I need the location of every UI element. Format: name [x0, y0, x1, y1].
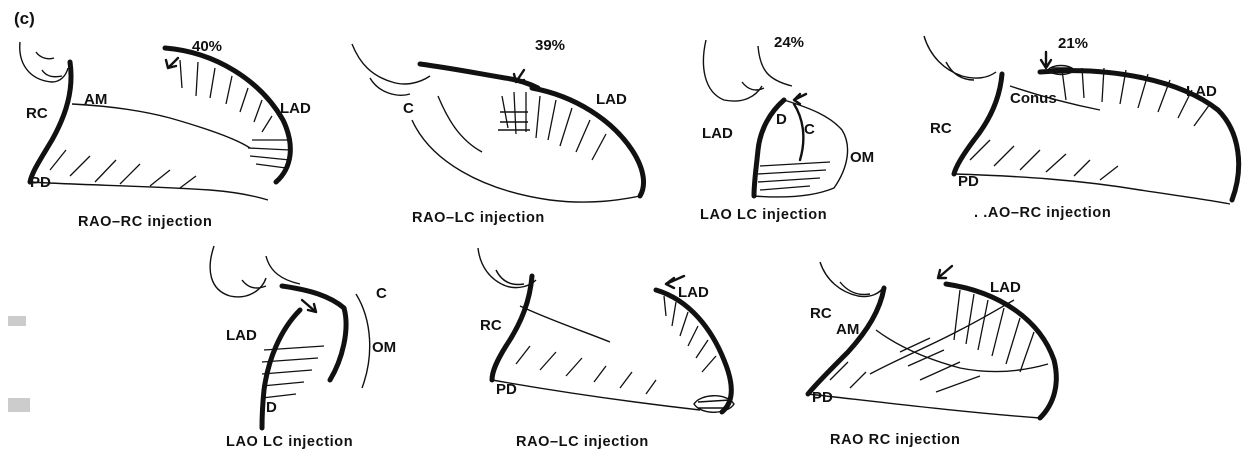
panel-7: LAD RC AM PD RAO RC injection [808, 262, 1056, 448]
panel-3-label-lad: LAD [702, 125, 733, 142]
panel-1-caption: RAO–RC injection [78, 214, 212, 230]
panel-4-percent: 21% [1058, 35, 1088, 52]
panel-6-caption: RAO–LC injection [516, 434, 649, 450]
panel-7-caption: RAO RC injection [830, 432, 960, 448]
panel-4: 21% Conus LAD RC PD . .AO–RC injection [924, 35, 1239, 221]
panel-2-caption: RAO–LC injection [412, 210, 545, 226]
lad-vessel-1 [165, 48, 290, 182]
panel-2: 39% C LAD RAO–LC injection [352, 37, 644, 226]
panel-label: (c) [14, 9, 35, 28]
panel-7-label-lad: LAD [990, 279, 1021, 296]
panel-1-percent: 40% [192, 38, 222, 55]
panel-3: 24% LAD D C OM LAO LC injection [700, 34, 874, 223]
panel-4-label-pd: PD [958, 173, 979, 190]
panel-4-label-rc: RC [930, 120, 952, 137]
panel-2-label-lad: LAD [596, 91, 627, 108]
panel-3-label-d: D [776, 111, 787, 128]
panel-7-label-rc: RC [810, 305, 832, 322]
panel-5-label-om: OM [372, 339, 396, 356]
panel-2-label-c: C [403, 100, 414, 117]
panel-6-label-lad: LAD [678, 284, 709, 301]
panel-5-label-d: D [266, 399, 277, 416]
lad-vessel-6 [656, 290, 731, 412]
panel-6-label-rc: RC [480, 317, 502, 334]
panel-5-label-c: C [376, 285, 387, 302]
panel-4-caption: . .AO–RC injection [974, 205, 1111, 221]
panel-1-label-pd: PD [30, 174, 51, 191]
panel-5-caption: LAO LC injection [226, 434, 353, 450]
panel-1-label-lad: LAD [280, 100, 311, 117]
c-vessel-5 [282, 286, 346, 380]
panel-6: LAD RC PD RAO–LC injection [478, 248, 734, 450]
panel-1: 40% RC AM LAD PD RAO–RC injection [20, 38, 311, 230]
panel-7-label-am: AM [836, 321, 859, 338]
rc-vessel [30, 62, 71, 182]
panel-7-label-pd: PD [812, 389, 833, 406]
panel-5-label-lad: LAD [226, 327, 257, 344]
panel-3-caption: LAO LC injection [700, 207, 827, 223]
panel-2-percent: 39% [535, 37, 565, 54]
rc-vessel-4 [954, 74, 1002, 174]
panel-5: C LAD OM D LAO LC injection [8, 246, 396, 450]
panel-1-label-am: AM [84, 91, 107, 108]
panel-4-label-conus: Conus [1010, 90, 1057, 107]
panel-3-percent: 24% [774, 34, 804, 51]
panel-4-label-lad: LAD [1186, 83, 1217, 100]
panel-6-label-pd: PD [496, 381, 517, 398]
panel-3-label-c: C [804, 121, 815, 138]
panel-1-label-rc: RC [26, 105, 48, 122]
lad-vessel-7 [946, 284, 1056, 418]
panel-3-label-om: OM [850, 149, 874, 166]
rc-vessel-7 [808, 288, 884, 394]
